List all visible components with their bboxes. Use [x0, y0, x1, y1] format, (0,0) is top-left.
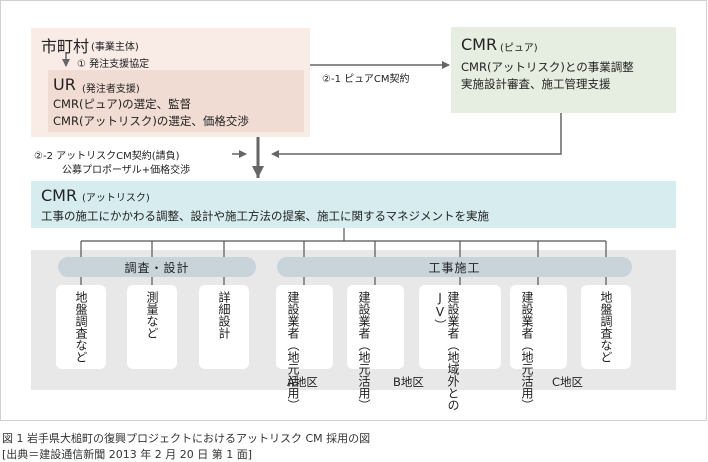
construction-bar: 工事施工: [277, 257, 632, 277]
cmr-pure-role-2: 実施設計審査、施工管理支援: [461, 77, 611, 91]
ur-title: UR: [53, 75, 76, 94]
figure-caption: 図 1 岩手県大槌町の復興プロジェクトにおけるアットリスク CM 採用の図: [2, 432, 371, 445]
card-text: 建設業者（地元活用）: [286, 291, 300, 411]
municipality-title: 市町村: [41, 37, 90, 56]
survey-design-bar: 調査・設計: [58, 257, 256, 277]
card-contractor-b2-jv: 建設業者（地域外との JV）: [419, 285, 501, 411]
cmr-atrisk-box: [31, 181, 676, 228]
atrisk-cm-contract-label: ②-2 アットリスクCM契約(請負): [34, 151, 180, 162]
card-detailed-design: 詳細設計: [199, 285, 249, 369]
card-text: 詳細設計: [217, 291, 231, 339]
support-agreement-label: ① 発注支援協定: [77, 59, 150, 70]
main-down-arrowhead: [252, 166, 264, 178]
cmr-atrisk-subtitle: (アットリスク): [82, 193, 150, 204]
card-ground-survey-1: 地盤調査など: [56, 285, 106, 369]
district-a-label: A地区: [287, 375, 318, 389]
cmr-pure-subtitle: (ピュア): [500, 43, 538, 54]
card-surveying: 測量など: [127, 285, 177, 369]
card-ground-survey-2: 地盤調査など: [581, 285, 631, 369]
figure-source: [出典＝建設通信新聞 2013 年 2 月 20 日 第 1 面]: [2, 448, 253, 461]
cmr-pure-box: [451, 27, 676, 113]
district-b-label: B地区: [393, 375, 424, 389]
municipality-subtitle: (事業主体): [91, 42, 139, 53]
cmr-atrisk-title: CMR: [41, 186, 78, 205]
card-text: 建設業者（地域外との JV）: [433, 291, 460, 411]
pure-cm-contract-label: ②-1 ピュアCM契約: [322, 74, 410, 85]
card-text: 地盤調査など: [74, 291, 88, 363]
ur-role-1: CMR(ピュア)の選定、監督: [53, 97, 192, 111]
card-text: 建設業者（地元活用）: [520, 291, 534, 411]
card-text: 地盤調査など: [599, 291, 613, 363]
proposal-label: 公募プロポーザル+価格交渉: [62, 165, 191, 176]
cmr-pure-title: CMR: [461, 35, 498, 54]
cmr-pure-role-1: CMR(アットリスク)との事業調整: [461, 60, 634, 74]
pure-to-main-arrow: [271, 113, 562, 158]
district-c-label: C地区: [552, 375, 584, 389]
card-contractor-c: 建設業者（地元活用）: [510, 285, 567, 411]
card-text: 測量など: [145, 291, 159, 339]
ur-box: [48, 70, 304, 132]
card-contractor-a: 建設業者（地元活用）: [276, 285, 333, 411]
ur-subtitle: (発注者支援): [82, 84, 140, 95]
card-text: 建設業者（地元活用）: [357, 291, 371, 411]
ur-role-2: CMR(アットリスク)の選定、価格交渉: [53, 114, 249, 128]
cmr-atrisk-description: 工事の施工にかかわる調整、設計や施工方法の提案、施工に関するマネジメントを実施: [41, 209, 490, 223]
card-contractor-b1: 建設業者（地元活用）: [347, 285, 404, 411]
